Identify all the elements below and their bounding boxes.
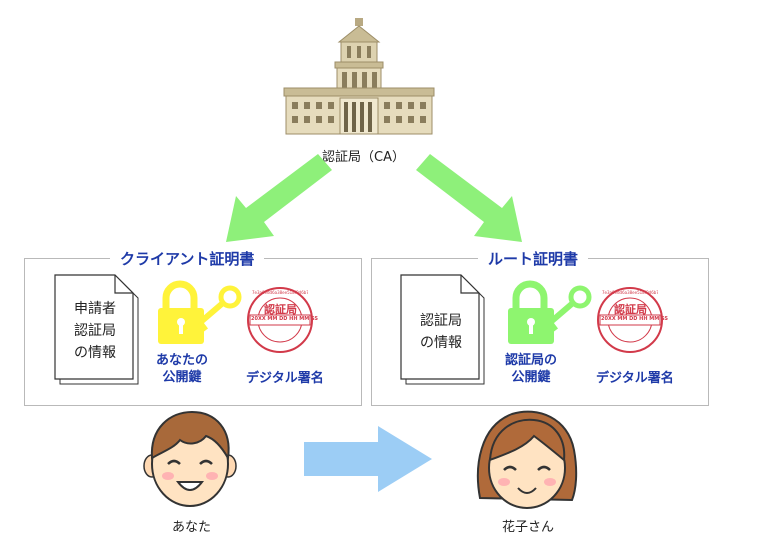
root-stamp-title: 認証局 xyxy=(614,303,647,316)
arrow-you-to-hanako-icon xyxy=(304,426,432,492)
root-doc-line: の情報 xyxy=(420,335,462,351)
client-doc-line: の情報 xyxy=(74,345,116,361)
stamp-circle-icon xyxy=(597,287,663,353)
root-certificate-title: ルート証明書 xyxy=(478,248,589,269)
ca-label: 認証局（CA） xyxy=(322,150,405,165)
root-document-text: 認証局 の情報 xyxy=(404,310,478,354)
root-signature-stamp: 認証局 20XX MM DD HH MM SS 7e3a0edd6a38ee51… xyxy=(596,286,668,354)
client-stamp-title: 認証局 xyxy=(264,303,297,316)
client-stamp-hash: 7e3a0edd6a38ee518f0d6b7e1e0f3a2b xyxy=(252,290,308,295)
ca-building-icon xyxy=(283,18,435,135)
client-certificate-title: クライアント証明書 xyxy=(110,248,265,269)
root-key-label-line: 公開鍵 xyxy=(511,370,551,385)
root-stamp-date: 20XX MM DD HH MM SS xyxy=(601,316,668,322)
root-public-key-icon xyxy=(508,280,592,344)
client-key-label-line: あなたの xyxy=(155,353,208,368)
arrow-ca-to-client-icon xyxy=(226,154,332,242)
client-doc-line: 申請者 xyxy=(74,301,116,317)
root-public-key-label: 認証局の 公開鍵 xyxy=(498,352,564,386)
you-face-icon xyxy=(143,410,237,507)
client-document-text: 申請者 認証局 の情報 xyxy=(58,298,132,364)
stamp-circle-icon xyxy=(247,287,313,353)
root-key-label-line: 認証局の xyxy=(504,353,557,368)
root-doc-line: 認証局 xyxy=(420,313,462,329)
arrow-ca-to-root-icon xyxy=(416,154,522,242)
client-document-icon xyxy=(54,274,139,385)
root-signature-label: デジタル署名 xyxy=(596,371,674,386)
client-signature-stamp: 認証局 20XX MM DD HH MM SS 7e3a0edd6a38ee51… xyxy=(246,286,318,354)
client-public-key-icon xyxy=(158,280,242,344)
client-doc-line: 認証局 xyxy=(74,323,116,339)
client-public-key-label: あなたの 公開鍵 xyxy=(150,352,214,386)
client-stamp-date: 20XX MM DD HH MM SS xyxy=(251,316,318,322)
client-key-label-line: 公開鍵 xyxy=(162,370,202,385)
hanako-label: 花子さん xyxy=(502,520,555,535)
client-signature-label: デジタル署名 xyxy=(246,371,324,386)
root-stamp-hash: 7e3a0edd6a38ee518f0d6b7e1e0f3a2b xyxy=(602,290,658,295)
you-label: あなた xyxy=(172,520,212,535)
root-document-icon xyxy=(400,274,485,385)
hanako-face-icon xyxy=(477,410,578,509)
